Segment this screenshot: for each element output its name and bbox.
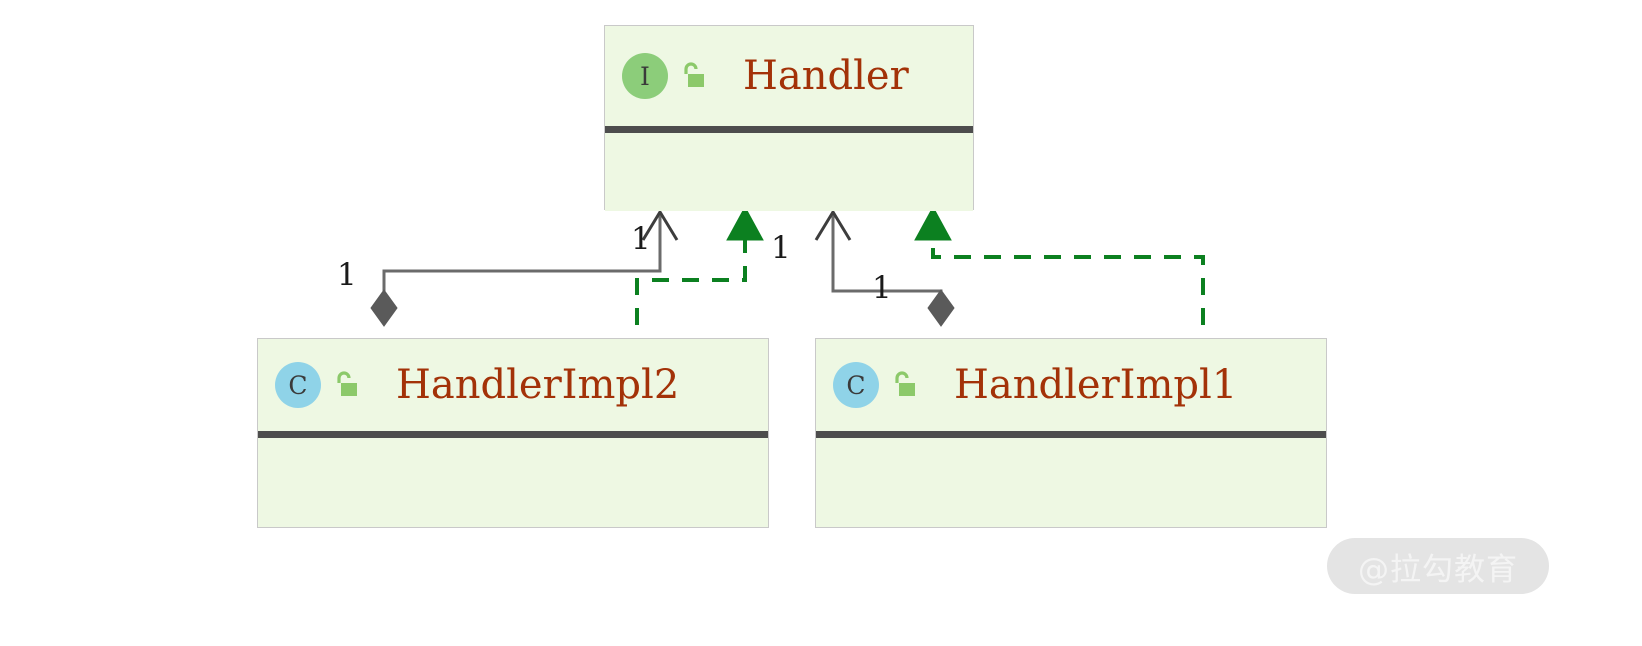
watermark: @拉勾教育	[1327, 538, 1549, 594]
node-header: C HandlerImpl2	[258, 339, 768, 431]
multiplicity-label: 1	[631, 221, 651, 257]
interface-badge-icon: I	[622, 53, 668, 99]
edge-realization-impl2-handler[interactable]	[635, 205, 764, 325]
node-title: HandlerImpl1	[954, 362, 1238, 408]
unlocked-padlock-icon	[677, 61, 707, 91]
node-members-section	[258, 438, 768, 527]
node-section-divider	[605, 126, 973, 133]
node-section-divider	[258, 431, 768, 438]
unlocked-padlock-icon	[888, 370, 918, 400]
node-title: Handler	[743, 53, 909, 99]
node-section-divider	[816, 431, 1326, 438]
node-title: HandlerImpl2	[396, 362, 680, 408]
edge-realization-impl1-handler[interactable]	[914, 205, 1205, 325]
uml-node-handler-impl-1[interactable]: C HandlerImpl1	[815, 338, 1327, 528]
node-members-section	[816, 438, 1326, 527]
class-badge-icon: C	[833, 362, 879, 408]
multiplicity-label: 1	[771, 230, 791, 266]
uml-node-handler[interactable]: I Handler	[604, 25, 974, 211]
unlocked-padlock-icon	[330, 370, 360, 400]
node-members-section	[605, 133, 973, 211]
node-header: I Handler	[605, 26, 973, 126]
class-badge-icon: C	[275, 362, 321, 408]
uml-node-handler-impl-2[interactable]: C HandlerImpl2	[257, 338, 769, 528]
node-header: C HandlerImpl1	[816, 339, 1326, 431]
multiplicity-label: 1	[337, 257, 357, 293]
edge-association-impl1-handler[interactable]	[814, 209, 955, 327]
multiplicity-label: 1	[872, 270, 892, 306]
